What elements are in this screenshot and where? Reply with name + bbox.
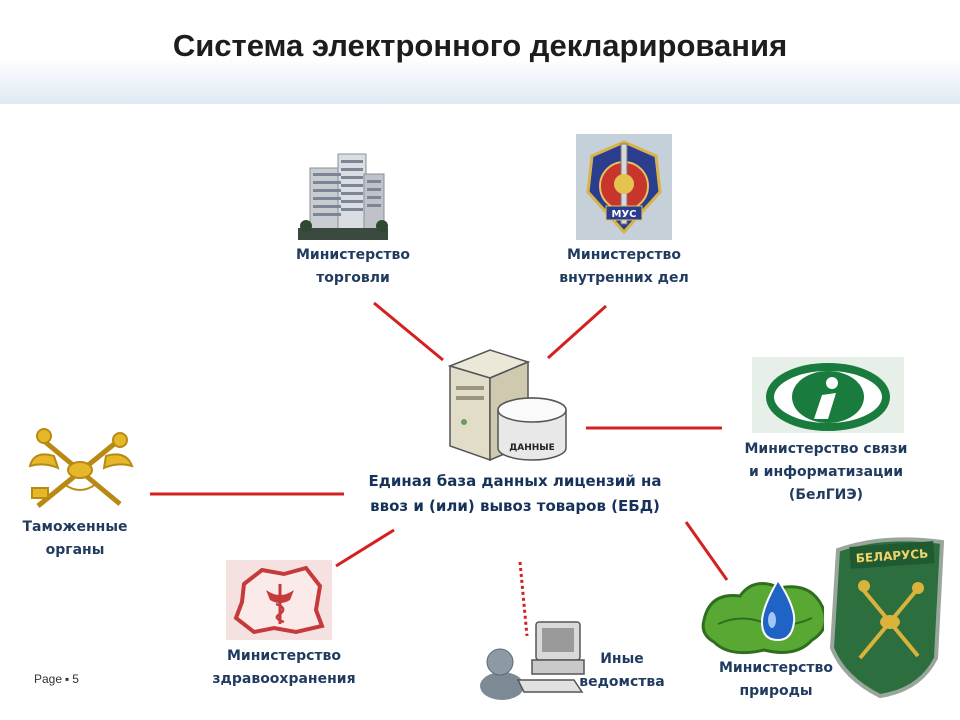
communications-ministry-logo-image: [752, 357, 904, 433]
trade-ministry-building-image: [298, 148, 388, 240]
central-database-server-image: ДАННЫЕ: [447, 349, 567, 462]
interior-ministry-emblem-image: МУС: [576, 134, 672, 240]
connector-other: [518, 561, 529, 637]
connector-trade: [373, 301, 444, 362]
interior-emblem-text: МУС: [612, 209, 637, 220]
belarus-customs-badge-image: БЕЛАРУСЬ: [824, 528, 958, 698]
page-indicator: Page▪5: [34, 672, 79, 686]
health-ministry-map-image: [226, 560, 332, 640]
badge-text: БЕЛАРУСЬ: [855, 546, 928, 565]
user-computer-image: [480, 621, 585, 700]
connector-interior: [546, 304, 608, 360]
slide-header: [0, 0, 960, 104]
connector-health: [335, 528, 395, 568]
connector-nature: [684, 521, 729, 581]
slide-title: Система электронного декларирования: [172, 28, 788, 63]
database-label: ДАННЫЕ: [509, 443, 555, 453]
nature-ministry-logo-image: [701, 578, 827, 655]
customs-caduceus-emblem-image: [28, 428, 134, 508]
